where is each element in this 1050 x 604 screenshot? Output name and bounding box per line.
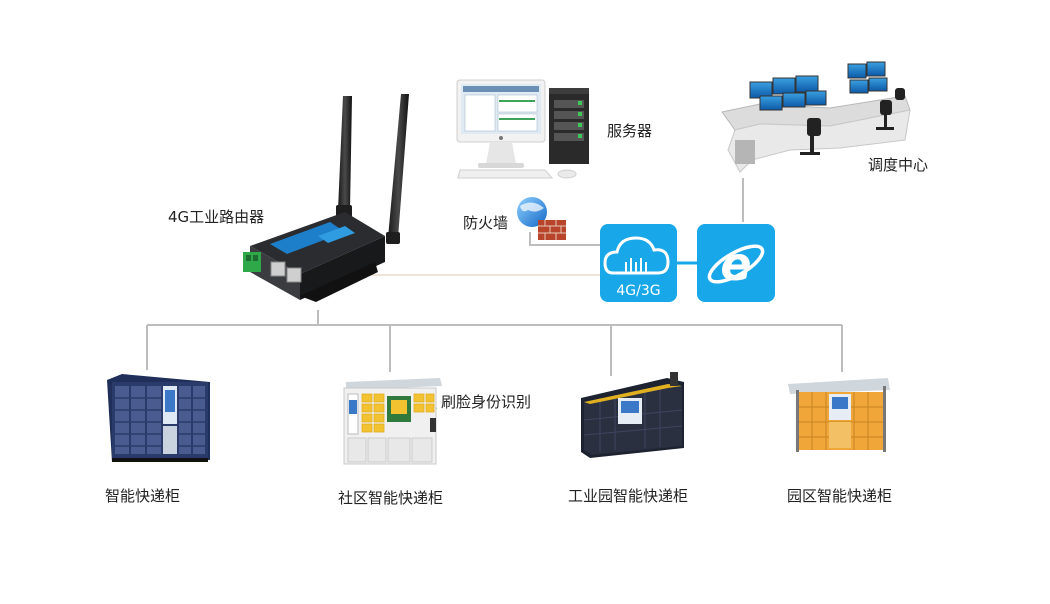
firewall-cloud-link (529, 232, 600, 246)
locker-4-label: 园区智能快递柜 (787, 487, 893, 505)
dispatch-label: 调度中心 (868, 156, 929, 174)
cloud-icon (603, 236, 670, 275)
locker-3-illustration (581, 372, 684, 458)
locker-1-label: 智能快递柜 (105, 487, 181, 505)
antenna-right (388, 94, 409, 238)
server-device (456, 79, 589, 179)
cloud-4g-node: 4G/3G (600, 224, 677, 302)
dispatch-center (721, 61, 911, 173)
internet-explorer-icon: e (707, 237, 765, 291)
router-label: 4G工业路由器 (168, 208, 265, 226)
svg-text:e: e (720, 237, 751, 291)
internet-node: e (697, 224, 775, 302)
locker-2-label: 社区智能快递柜 (338, 489, 444, 507)
antenna-left (338, 96, 352, 210)
locker-2-illustration (343, 378, 442, 465)
cloud-label: 4G/3G (616, 283, 660, 299)
router-device (243, 94, 409, 302)
server-label: 服务器 (607, 122, 653, 140)
firewall-label: 防火墙 (463, 214, 509, 232)
firewall-icon (517, 197, 566, 240)
locker-4-illustration (788, 378, 890, 452)
locker-3-label: 工业园智能快递柜 (568, 487, 689, 505)
face-recognition-label: 刷脸身份识别 (441, 393, 532, 411)
locker-1-illustration (107, 374, 210, 462)
keyboard (457, 169, 554, 179)
